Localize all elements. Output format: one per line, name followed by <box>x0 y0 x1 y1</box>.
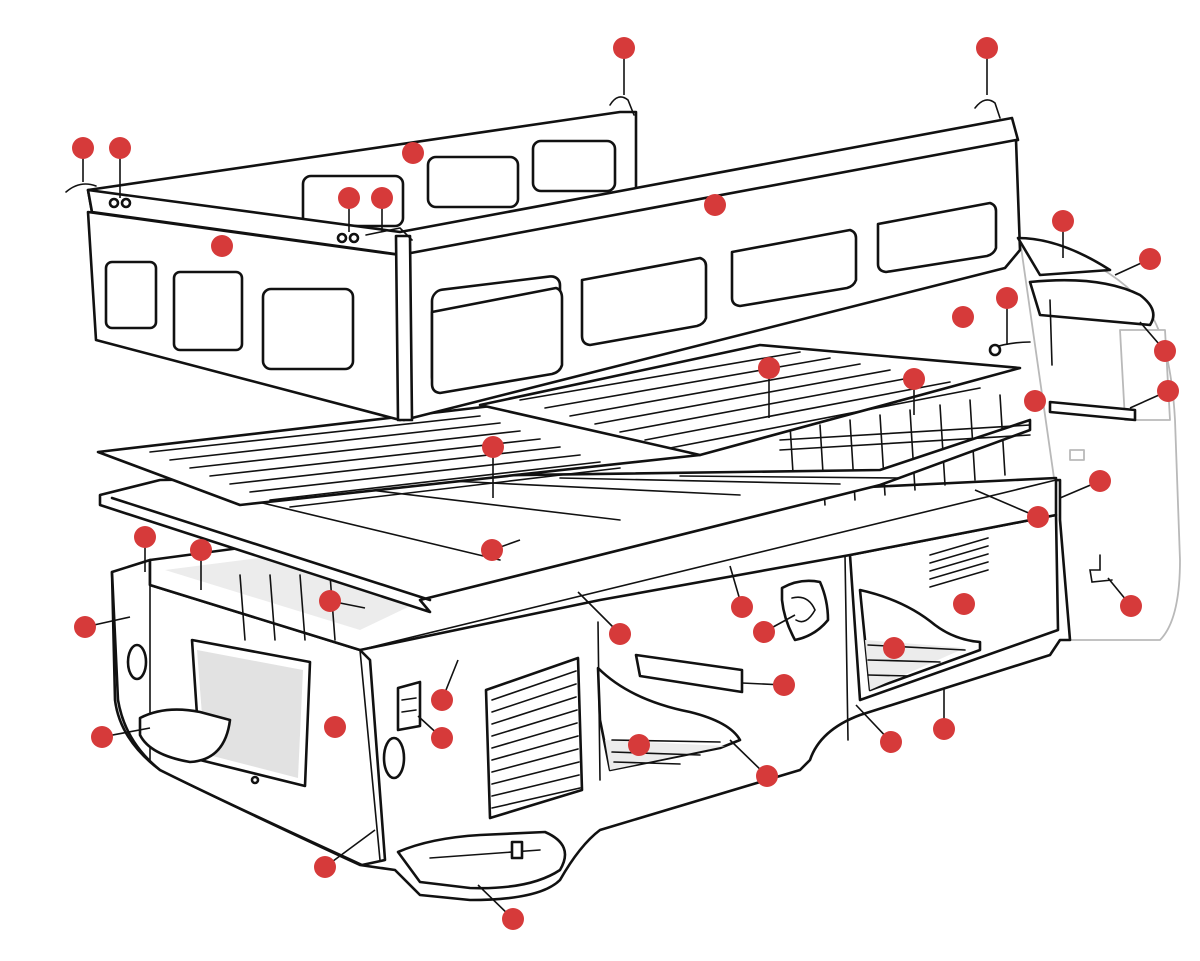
callout-c06[interactable] <box>338 187 360 232</box>
canopy-box <box>65 96 1031 422</box>
callout-c20[interactable] <box>1059 470 1111 499</box>
callout-c31[interactable] <box>74 616 131 638</box>
callout-c25[interactable] <box>319 590 366 612</box>
callout-dot[interactable] <box>1120 595 1142 617</box>
callout-dot[interactable] <box>431 689 453 711</box>
callout-dot[interactable] <box>338 187 360 209</box>
callout-c03[interactable] <box>72 137 94 182</box>
callout-c13[interactable] <box>952 306 974 328</box>
callout-dot[interactable] <box>996 287 1018 309</box>
callout-dot[interactable] <box>731 596 753 618</box>
callout-dot[interactable] <box>109 137 131 159</box>
callout-c34[interactable] <box>431 659 459 711</box>
callout-c37[interactable] <box>417 715 453 749</box>
callout-dot[interactable] <box>773 674 795 696</box>
callout-c10[interactable] <box>1052 210 1074 258</box>
callout-dot[interactable] <box>1089 470 1111 492</box>
callout-dot[interactable] <box>314 856 336 878</box>
callout-c08[interactable] <box>704 194 726 216</box>
callout-c14[interactable] <box>1139 321 1176 362</box>
callout-c41[interactable] <box>729 739 778 787</box>
callouts <box>72 37 1179 930</box>
callout-c21[interactable] <box>974 489 1049 528</box>
callout-c33[interactable] <box>741 674 795 696</box>
callout-dot[interactable] <box>1027 506 1049 528</box>
callout-dot[interactable] <box>502 908 524 930</box>
callout-dot[interactable] <box>134 526 156 548</box>
callout-dot[interactable] <box>613 37 635 59</box>
callout-dot[interactable] <box>481 539 503 561</box>
callout-c15[interactable] <box>758 357 780 418</box>
callout-dot[interactable] <box>756 765 778 787</box>
callout-dot[interactable] <box>211 235 233 257</box>
callout-dot[interactable] <box>953 593 975 615</box>
callout-dot[interactable] <box>319 590 341 612</box>
callout-dot[interactable] <box>72 137 94 159</box>
callout-c32[interactable] <box>883 637 905 659</box>
callout-c39[interactable] <box>855 704 902 753</box>
callout-dot[interactable] <box>74 616 96 638</box>
callout-c30[interactable] <box>753 614 796 643</box>
callout-c35[interactable] <box>324 716 346 738</box>
callout-dot[interactable] <box>753 621 775 643</box>
callout-dot[interactable] <box>1052 210 1074 232</box>
callout-c07[interactable] <box>371 187 393 232</box>
callout-dot[interactable] <box>609 623 631 645</box>
callout-dot[interactable] <box>482 436 504 458</box>
callout-dot[interactable] <box>190 539 212 561</box>
callout-dot[interactable] <box>1154 340 1176 362</box>
callout-c24[interactable] <box>481 539 521 561</box>
callout-dot[interactable] <box>933 718 955 740</box>
callout-dot[interactable] <box>903 368 925 390</box>
upper-vent-right <box>929 537 989 588</box>
callout-c17[interactable] <box>1129 380 1179 409</box>
callout-dot[interactable] <box>1157 380 1179 402</box>
callout-c38[interactable] <box>91 726 151 748</box>
callout-c09[interactable] <box>211 235 233 257</box>
callout-dot[interactable] <box>91 726 113 748</box>
callout-c43[interactable] <box>477 884 524 930</box>
callout-dot[interactable] <box>324 716 346 738</box>
callout-dot[interactable] <box>402 142 424 164</box>
callout-c02[interactable] <box>976 37 998 95</box>
callout-c26[interactable] <box>1107 577 1142 617</box>
floor-panel-rear <box>478 343 1022 457</box>
callout-c01[interactable] <box>613 37 635 95</box>
callout-c29[interactable] <box>577 591 631 645</box>
callout-c23[interactable] <box>190 539 212 590</box>
callout-c42[interactable] <box>314 829 376 878</box>
callout-dot[interactable] <box>880 731 902 753</box>
callout-c40[interactable] <box>628 734 650 756</box>
callout-c04[interactable] <box>109 137 131 198</box>
callout-c19[interactable] <box>482 436 504 498</box>
callout-c27[interactable] <box>729 565 753 618</box>
callout-dot[interactable] <box>976 37 998 59</box>
callout-dot[interactable] <box>883 637 905 659</box>
bed-frame <box>98 418 1032 614</box>
callout-c16[interactable] <box>903 368 925 415</box>
callout-dot[interactable] <box>758 357 780 379</box>
callout-dot[interactable] <box>952 306 974 328</box>
callout-c18[interactable] <box>1024 390 1046 412</box>
side-vent-grille <box>484 656 584 820</box>
callout-c36[interactable] <box>933 688 955 740</box>
callout-c11[interactable] <box>1114 248 1161 276</box>
callout-dot[interactable] <box>371 187 393 209</box>
callout-dot[interactable] <box>431 727 453 749</box>
floor-panel-front <box>96 403 702 508</box>
callout-c22[interactable] <box>134 526 156 572</box>
callout-dot[interactable] <box>1139 248 1161 270</box>
callout-c12[interactable] <box>996 287 1018 345</box>
callout-dot[interactable] <box>628 734 650 756</box>
callout-c05[interactable] <box>402 142 424 164</box>
callout-c28[interactable] <box>953 593 975 615</box>
callout-dot[interactable] <box>704 194 726 216</box>
callout-dot[interactable] <box>1024 390 1046 412</box>
cab-roof <box>1016 236 1155 422</box>
